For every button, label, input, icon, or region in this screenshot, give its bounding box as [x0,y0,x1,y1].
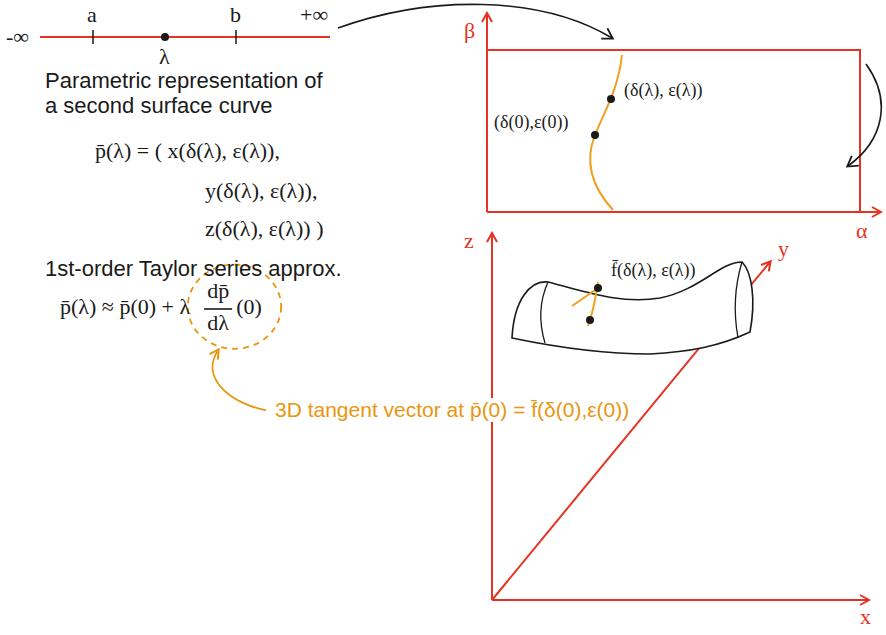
point-label: a [87,2,97,27]
surface-edge [735,262,742,338]
axis-label: α [856,218,868,243]
parameter-curve [590,55,622,210]
point-dot [586,316,594,324]
fraction-numerator: dp̄ [207,278,229,303]
point-label: (δ(λ), ε(λ)) [624,80,702,101]
annotation-text: 3D tangent vector at p̄(0) = f̄(δ(0),ε(0… [272,398,632,422]
heading-text: Parametric representation of a second su… [45,68,335,119]
point-label: b [230,2,241,27]
equation-line: y(δ(λ), ε(λ)), [205,178,317,203]
alpha-axis [487,211,880,213]
infinity-label: -∞ [6,24,29,49]
axis-label: y [778,236,789,261]
axis-label: x [860,604,871,629]
axis-label: β [464,18,475,43]
fraction-bar [204,308,232,310]
point-label: (δ(0),ε(0)) [494,112,569,133]
mapping-arrow [848,64,881,166]
equation-line: z(δ(λ), ε(λ)) ) [205,216,324,241]
heading-text: 1st-order Taylor series approx. [45,256,342,281]
axis-label: z [464,228,474,253]
fraction-denominator: dλ [207,310,229,335]
x-axis [492,599,868,601]
infinity-label: +∞ [300,2,328,27]
beta-axis [486,14,488,212]
point-dot [161,33,169,41]
equation-line: p̄(λ) ≈ p̄(0) + λ [60,294,190,319]
tick-mark [92,30,94,44]
equation-part: (0) [236,294,262,319]
number-line [40,36,330,38]
tangent-vector [572,288,598,306]
surface-edge [541,282,548,343]
equation-line: p̄(λ) = ( x(δ(λ), ε(λ)), [95,138,280,163]
callout-arrow [213,350,266,410]
point-dot [591,131,599,139]
point-dot [607,95,615,103]
point-dot [594,284,602,292]
tick-mark [235,30,237,44]
point-label: f̄(δ(λ), ε(λ)) [608,260,698,281]
parameter-label: λ [159,44,170,69]
y-axis [492,262,770,600]
domain-rectangle [487,50,860,212]
